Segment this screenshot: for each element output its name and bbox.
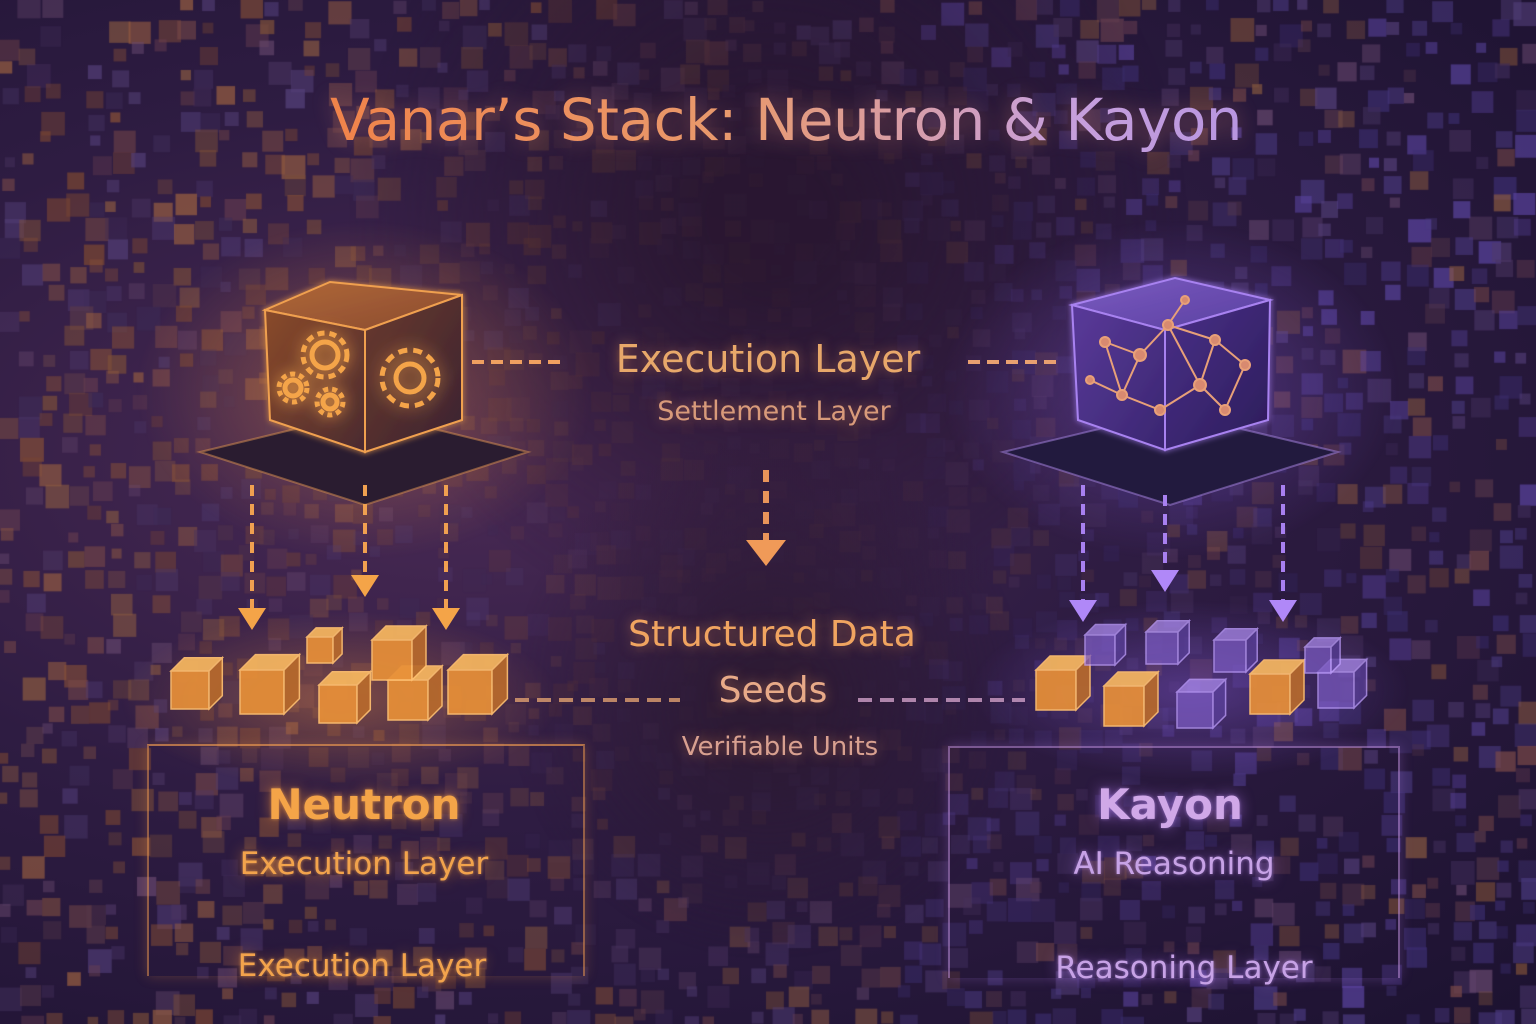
seed-cube: [1303, 636, 1342, 675]
seed-cube: [1102, 670, 1160, 728]
neutron-subtitle: Execution Layer: [239, 846, 489, 882]
seed-cube: [1083, 622, 1128, 667]
center-mid-sub: Verifiable Units: [681, 732, 879, 762]
seed-cubes: [169, 618, 1369, 730]
kayon-frame: [948, 746, 1400, 978]
kayon-arrowheads: [1069, 570, 1297, 622]
neutron-cube: [261, 280, 463, 454]
center-arrowhead: [746, 540, 786, 566]
seed-cube: [238, 652, 302, 716]
neutron-frame: [147, 744, 585, 976]
seed-cube: [317, 669, 373, 725]
seed-cube: [370, 624, 428, 682]
center-mid-heading-line1: Structured Data: [628, 614, 916, 655]
page-title: Vanar’s Stack: Neutron & Kayon: [329, 86, 1243, 154]
center-top-sub: Settlement Layer: [657, 396, 891, 427]
seed-cube: [169, 655, 225, 711]
gears-icon: [276, 330, 441, 418]
neutron-arrowheads: [238, 575, 460, 630]
seed-cube: [1212, 626, 1260, 674]
seed-cube: [1144, 618, 1192, 666]
neutron-name: Neutron: [267, 780, 461, 829]
neutron-footer: Execution Layer: [237, 948, 487, 984]
seed-cube: [305, 626, 344, 665]
kayon-subtitle: AI Reasoning: [1073, 846, 1275, 882]
kayon-footer: Reasoning Layer: [1055, 950, 1313, 986]
kayon-name: Kayon: [1097, 780, 1243, 829]
kayon-cube: [1068, 276, 1274, 452]
seed-cube: [1248, 658, 1306, 716]
neutron-arrows: [250, 485, 448, 608]
network-icon: [1085, 295, 1251, 416]
seed-cube: [1175, 677, 1228, 730]
seed-cube: [446, 652, 510, 716]
center-top-heading: Execution Layer: [615, 337, 921, 381]
seed-cube: [1034, 654, 1092, 712]
center-mid-heading-line2: Seeds: [718, 670, 828, 711]
kayon-arrows: [1081, 485, 1285, 600]
